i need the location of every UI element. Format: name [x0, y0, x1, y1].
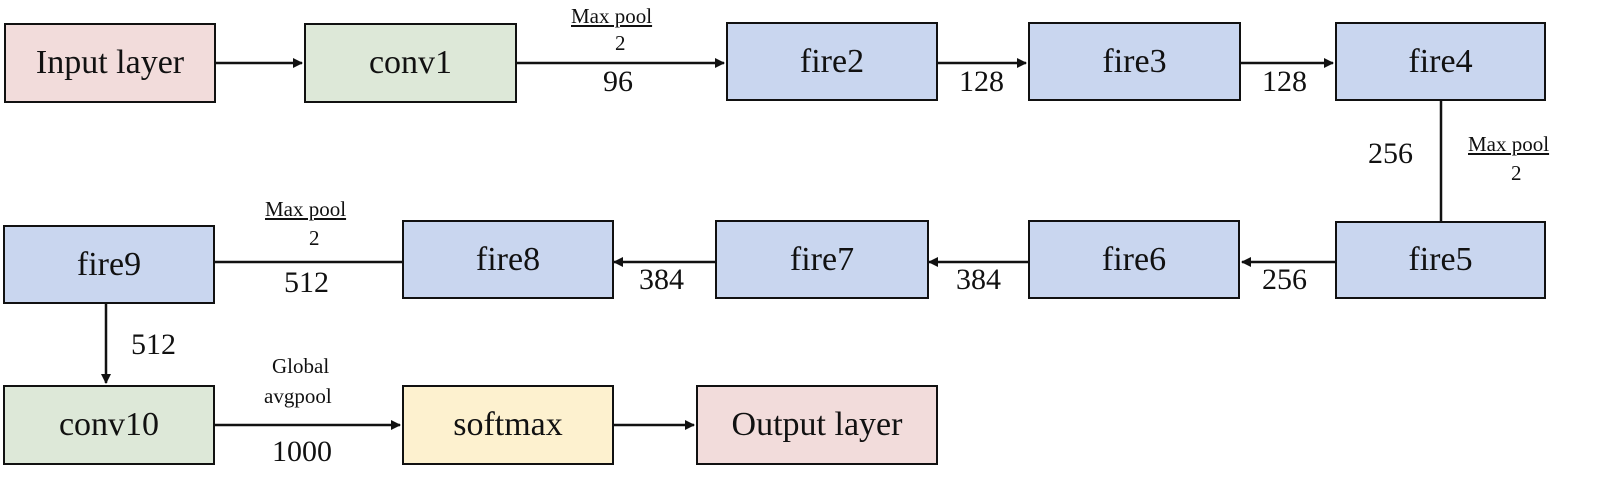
fire3-node: fire3 — [1028, 22, 1241, 101]
fire7-fire8-channels: 384 — [639, 263, 684, 296]
fire8-node: fire8 — [402, 220, 614, 299]
conv10-softmax-op-line2: avgpool — [264, 384, 332, 408]
fire8-fire9-op-size: 2 — [309, 226, 320, 250]
fire2-node: fire2 — [726, 22, 938, 101]
fire4-fire5-op-size: 2 — [1511, 161, 1522, 185]
conv1-fire2-op-label: Max pool — [571, 4, 653, 28]
fire3-fire4-channels: 128 — [1262, 65, 1307, 98]
fire6-node: fire6 — [1028, 220, 1240, 299]
fire9-conv10-channels: 512 — [131, 328, 176, 361]
fire8-fire9-op-label: Max pool — [265, 197, 347, 221]
fire9-node: fire9 — [3, 225, 215, 304]
conv1-fire2-channels: 96 — [603, 65, 633, 98]
conv1-node: conv1 — [304, 23, 517, 103]
softmax-node: softmax — [402, 385, 614, 465]
conv10-softmax-op-line1: Global — [272, 354, 330, 378]
fire5-node: fire5 — [1335, 221, 1546, 299]
fire2-fire3-channels: 128 — [959, 65, 1004, 98]
fire6-fire7-channels: 384 — [956, 263, 1001, 296]
conv10-node: conv10 — [3, 385, 215, 465]
fire7-node: fire7 — [715, 220, 929, 299]
conv1-fire2-op-size: 2 — [615, 31, 626, 55]
fire5-fire6-channels: 256 — [1262, 263, 1307, 296]
fire4-fire5-channels: 256 — [1368, 137, 1413, 170]
fire4-node: fire4 — [1335, 22, 1546, 101]
output-layer-node: Output layer — [696, 385, 938, 465]
conv10-softmax-channels: 1000 — [272, 435, 332, 468]
fire4-fire5-op-label: Max pool — [1468, 132, 1550, 156]
input-layer-node: Input layer — [4, 23, 216, 103]
fire8-fire9-channels: 512 — [284, 266, 329, 299]
